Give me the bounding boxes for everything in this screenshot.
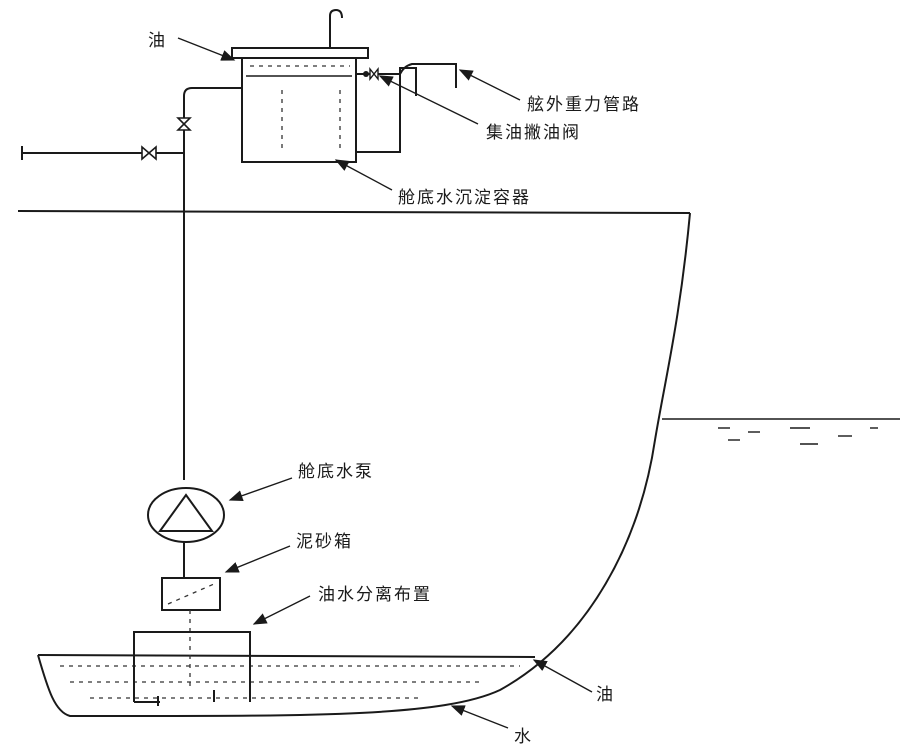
label-oil-bottom: 油: [596, 685, 615, 705]
side-valve-icon: [141, 145, 157, 161]
label-sand-filter-box: 泥砂箱: [296, 532, 353, 552]
label-oil-collect-valve: 集油撇油阀: [486, 123, 581, 143]
overflow-piping: [356, 63, 457, 153]
oil-water-separator: [133, 631, 251, 706]
sand-filter-box: [161, 577, 221, 690]
settling-tank: [231, 47, 369, 163]
label-bilge-pump: 舱底水泵: [298, 462, 374, 482]
bilge-surface: [37, 654, 536, 658]
hull-outline: [37, 212, 691, 718]
bilge-water-dashes: [60, 665, 520, 699]
bilge-pump: [147, 487, 225, 578]
label-water: 水: [514, 727, 533, 746]
label-oil-water-separator: 油水分离布置: [318, 585, 432, 605]
main-pipe: [21, 87, 242, 480]
label-settling-tank: 舱底水沉淀容器: [398, 188, 531, 208]
deck-line: [17, 210, 691, 214]
label-outboard-gravity-pipe: 舷外重力管路: [527, 95, 641, 115]
leader-arrows: [177, 37, 593, 729]
vent-pipe: [329, 8, 343, 48]
label-oil-top: 油: [148, 31, 167, 51]
sea-water-dashes: [718, 427, 878, 445]
valve-icon: [176, 117, 192, 131]
